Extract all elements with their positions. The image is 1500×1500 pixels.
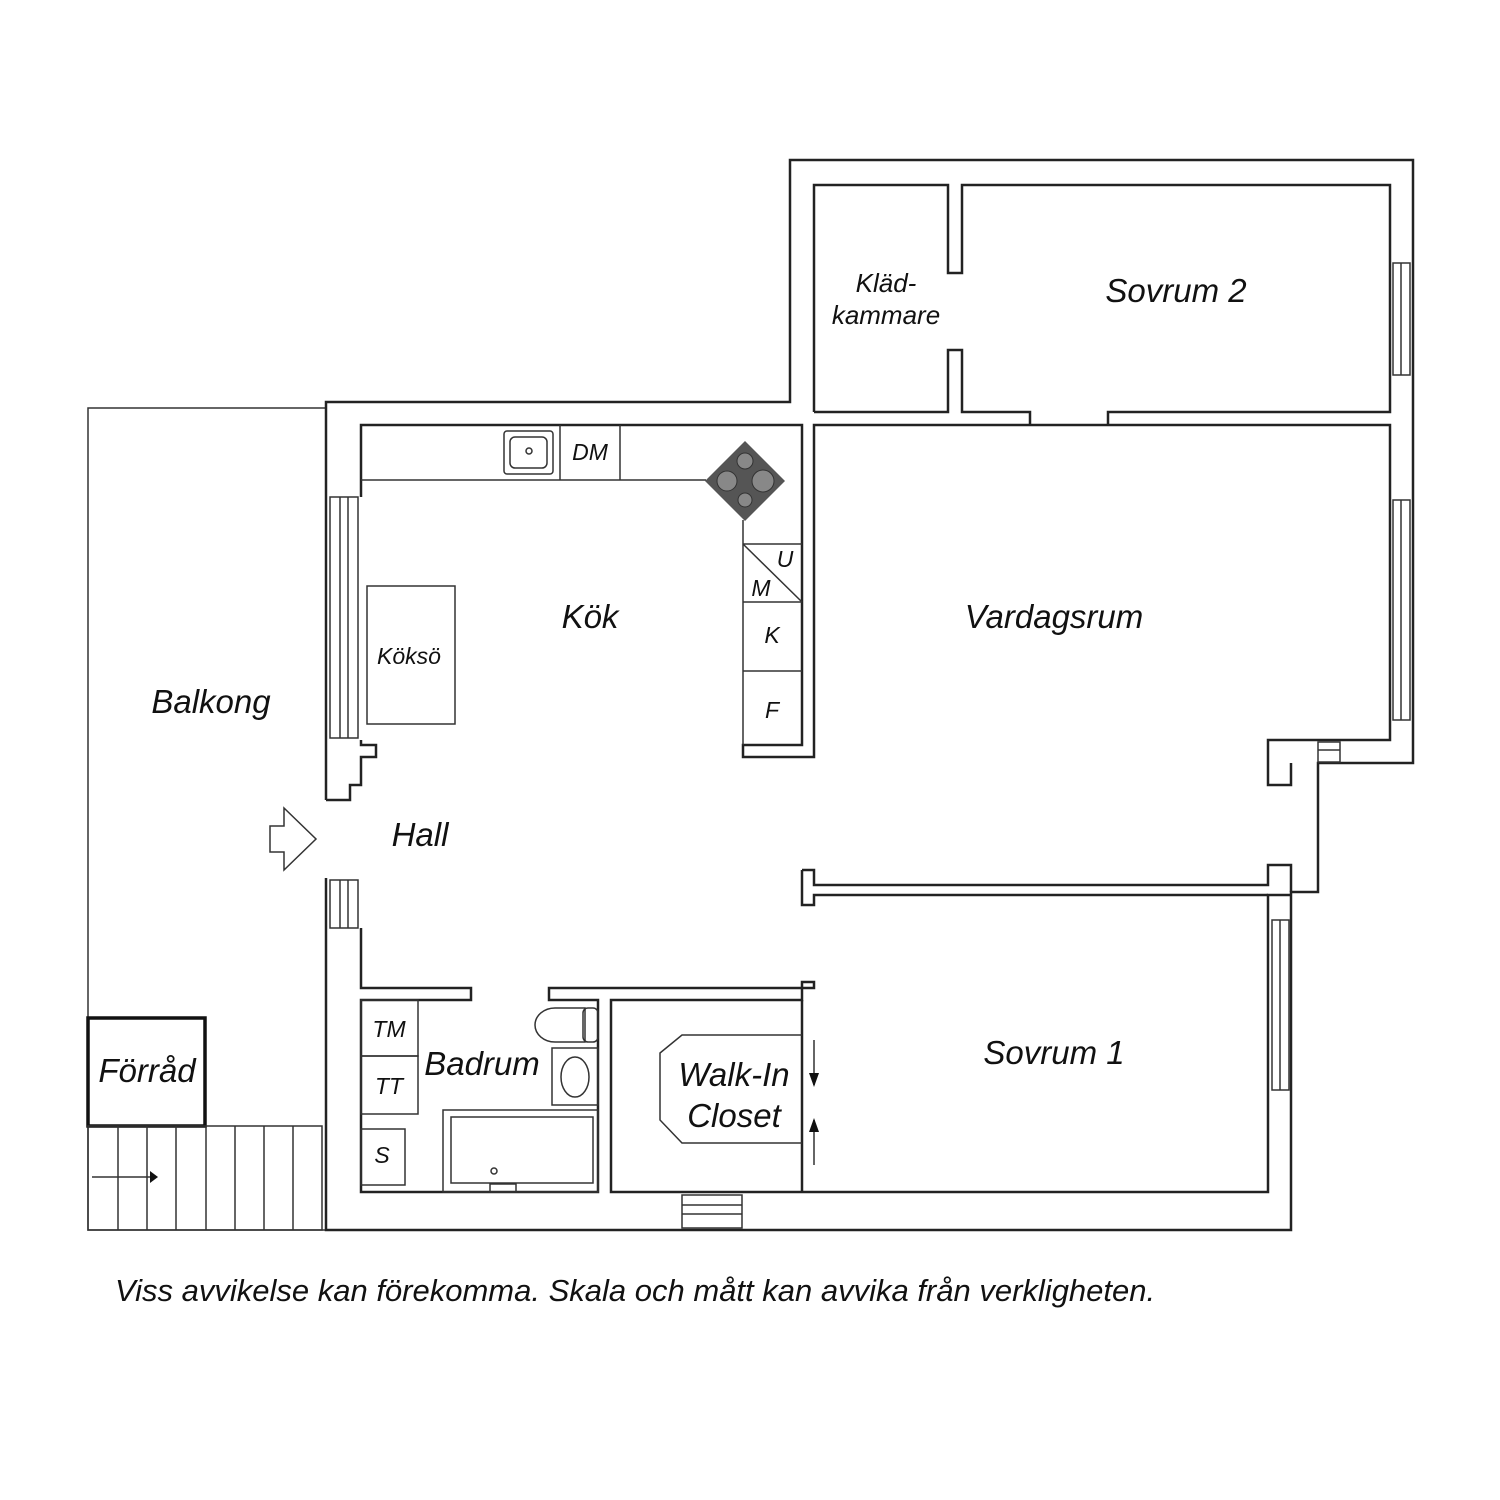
room-label-balkong: Balkong [151, 683, 271, 720]
room-label-kladkammare-2: kammare [832, 300, 940, 330]
label-tm: TM [372, 1016, 406, 1042]
toilet-icon [534, 1007, 599, 1043]
label-kitchen-island: Köksö [377, 643, 441, 669]
room-label-kladkammare: Kläd- [856, 268, 917, 298]
walk-in-closet-shape [659, 1034, 819, 1165]
balcony [87, 407, 326, 1231]
label-k: K [764, 622, 781, 648]
room-label-walk-in: Walk-In [678, 1056, 789, 1093]
kitchen-counter [361, 425, 803, 745]
windows [329, 262, 1411, 1229]
stove-icon [705, 441, 785, 521]
door-arrow-down-icon [809, 1073, 819, 1087]
room-label-closet: Closet [687, 1097, 782, 1134]
room-label-forrad: Förråd [98, 1052, 197, 1089]
label-m: M [751, 575, 771, 601]
room-label-sovrum-1: Sovrum 1 [983, 1034, 1124, 1071]
bathroom-fixtures [360, 999, 599, 1193]
entrance-arrow-icon [269, 806, 318, 872]
room-label-badrum: Badrum [424, 1045, 540, 1082]
bathtub-icon [442, 1109, 599, 1193]
label-s: S [374, 1142, 390, 1168]
sink-icon [503, 430, 554, 475]
stairs-arrow-icon [150, 1171, 158, 1183]
label-dishwasher: DM [572, 439, 609, 465]
washbasin-icon [551, 1047, 599, 1106]
room-label-kok: Kök [562, 598, 620, 635]
outer-walls [324, 158, 1415, 1232]
label-tt: TT [375, 1073, 405, 1099]
stairs [87, 1125, 323, 1231]
room-label-vardagsrum: Vardagsrum [965, 598, 1144, 635]
disclaimer-caption: Viss avvikelse kan förekomma. Skala och … [115, 1273, 1156, 1308]
door-arrow-up-icon [809, 1118, 819, 1132]
room-label-hall: Hall [392, 816, 451, 853]
label-u: U [777, 546, 794, 572]
room-label-sovrum-2: Sovrum 2 [1105, 272, 1246, 309]
kitchen-island [366, 585, 456, 725]
label-f: F [765, 697, 781, 723]
